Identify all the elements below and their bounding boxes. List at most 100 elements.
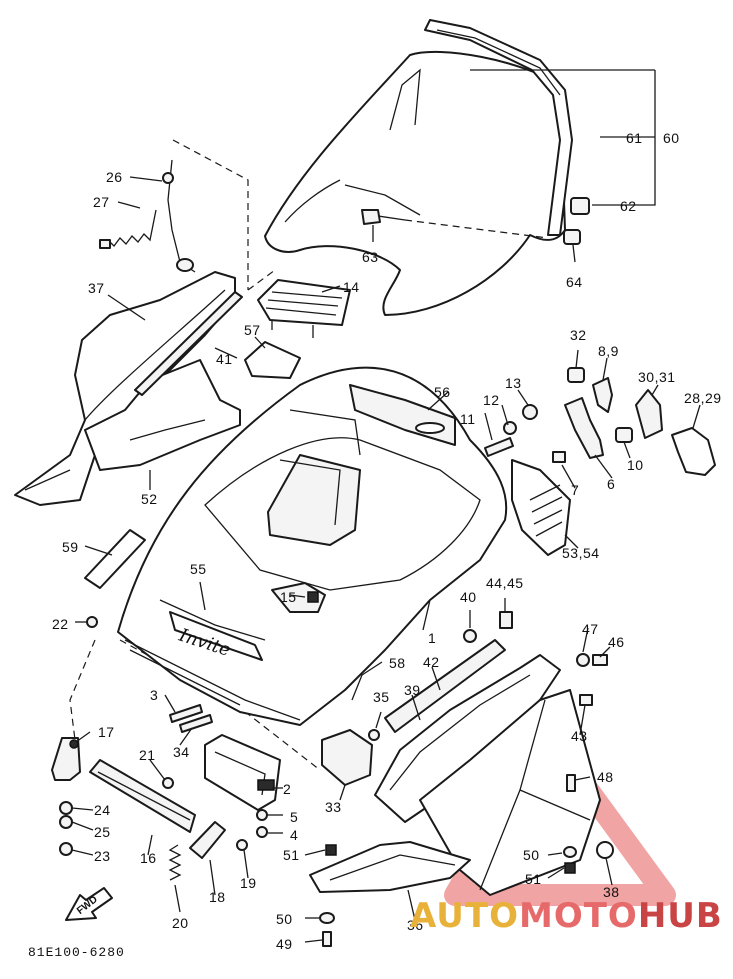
callout-8-9: 8,9 (598, 343, 619, 359)
clip-62 (570, 197, 590, 215)
callout-53-54: 53,54 (562, 545, 600, 561)
grille-14 (257, 279, 351, 338)
callout-22: 22 (52, 616, 69, 632)
callout-60: 60 (663, 130, 680, 146)
callout-62: 62 (620, 198, 637, 214)
callout-7: 7 (571, 482, 580, 498)
vent-56 (349, 384, 456, 446)
watermark-hub: HUB (637, 896, 723, 936)
watermark-auto: AUTO (410, 896, 519, 936)
callout-14: 14 (343, 279, 360, 295)
bracket-33 (321, 729, 373, 786)
callout-40: 40 (460, 589, 477, 605)
clip-10 (615, 427, 633, 443)
callout-10: 10 (627, 457, 644, 473)
callout-51-right: 51 (525, 871, 542, 887)
screen-59 (84, 529, 146, 589)
callout-64: 64 (566, 274, 583, 290)
clip-32 (567, 367, 585, 383)
callout-57: 57 (244, 322, 261, 338)
callout-32: 32 (570, 327, 587, 343)
fasteners-right (59, 616, 477, 856)
pad-57 (244, 341, 301, 379)
cap-15 (271, 582, 326, 613)
callout-19: 19 (240, 875, 257, 891)
callout-37: 37 (88, 280, 105, 296)
rail-41 (134, 291, 243, 396)
callout-21: 21 (139, 747, 156, 763)
windshield-trim (424, 19, 573, 236)
callout-48: 48 (597, 769, 614, 785)
bolt-11-13 (484, 404, 566, 463)
bolt-63 (361, 209, 406, 225)
callout-34: 34 (173, 744, 190, 760)
callout-13: 13 (505, 375, 522, 391)
callout-55: 55 (190, 561, 207, 577)
trim-16 (89, 759, 196, 833)
bracket-8 (592, 377, 613, 413)
instrument-opening (267, 454, 361, 546)
callout-17: 17 (98, 724, 115, 740)
light-assembly-2 (204, 734, 281, 811)
lower-panel (419, 689, 601, 896)
callout-2: 2 (283, 781, 292, 797)
watermark-text: AUTOMOTOHUB (410, 896, 723, 936)
cable-26 (162, 159, 196, 273)
callout-3: 3 (150, 687, 159, 703)
guard-28 (671, 427, 716, 476)
callout-61: 61 (626, 130, 643, 146)
callout-30-31: 30,31 (638, 369, 676, 385)
callout-4: 4 (290, 827, 299, 843)
windshield (264, 50, 566, 316)
callout-63: 63 (362, 249, 379, 265)
callout-56: 56 (434, 384, 451, 400)
spring-27 (99, 209, 157, 249)
fwd-arrow (65, 887, 113, 921)
callout-38: 38 (603, 884, 620, 900)
hinge-18 (189, 821, 226, 859)
callout-35: 35 (373, 689, 390, 705)
fasteners-lower (319, 611, 614, 947)
drawing-code: 81E100-6280 (28, 945, 125, 960)
callout-11: 11 (460, 411, 476, 427)
callout-20: 20 (172, 915, 189, 931)
callout-39: 39 (404, 682, 421, 698)
skid-36 (309, 841, 471, 893)
bracket-30 (635, 389, 663, 439)
callout-26: 26 (106, 169, 123, 185)
callout-52: 52 (141, 491, 158, 507)
callout-23: 23 (94, 848, 111, 864)
rail-42 (384, 639, 506, 733)
callout-33: 33 (325, 799, 342, 815)
leader-lines (71, 69, 701, 943)
callout-18: 18 (209, 889, 226, 905)
bracket-17 (51, 737, 81, 781)
callout-50-right: 50 (523, 847, 540, 863)
callout-24: 24 (94, 802, 111, 818)
bolts-3-34 (169, 704, 213, 733)
callout-59: 59 (62, 539, 79, 555)
callout-28-29: 28,29 (684, 390, 722, 406)
callout-6: 6 (607, 476, 616, 492)
callout-41: 41 (216, 351, 233, 367)
grille-53 (511, 459, 571, 556)
side-cover-37 (14, 271, 236, 506)
callout-15: 15 (280, 589, 297, 605)
callout-51-left: 51 (283, 847, 300, 863)
nut-64 (563, 229, 581, 245)
callout-44-45: 44,45 (486, 575, 524, 591)
bracket-6 (564, 397, 604, 459)
callout-25: 25 (94, 824, 111, 840)
callout-16: 16 (140, 850, 157, 866)
callout-43: 43 (571, 728, 588, 744)
callout-49: 49 (276, 936, 293, 952)
callout-50-left: 50 (276, 911, 293, 927)
callout-46: 46 (608, 634, 625, 650)
callout-1: 1 (428, 630, 437, 646)
callout-42: 42 (423, 654, 440, 670)
callout-12: 12 (483, 392, 500, 408)
watermark-moto: MOTO (518, 896, 638, 936)
callout-27: 27 (93, 194, 110, 210)
